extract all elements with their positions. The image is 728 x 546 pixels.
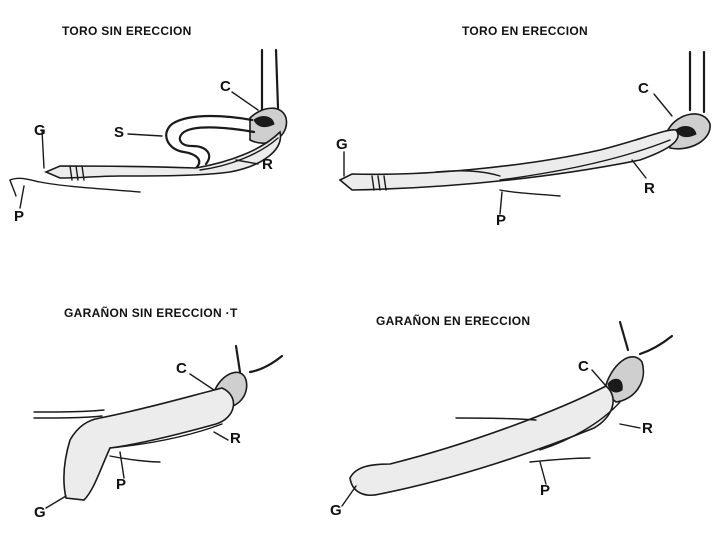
label-p: P xyxy=(540,482,551,499)
label-c: C xyxy=(578,358,589,375)
label-g: G xyxy=(330,502,342,519)
bull-flaccid-illustration xyxy=(9,48,288,197)
label-r: R xyxy=(262,156,273,173)
panel-title-stallion-erect: GARAÑON EN ERECCION xyxy=(376,314,531,328)
label-g: G xyxy=(34,122,46,139)
label-p: P xyxy=(14,208,25,225)
label-c: C xyxy=(220,78,231,95)
stallion-erect-illustration xyxy=(349,320,674,496)
label-p: P xyxy=(116,476,127,493)
label-r: R xyxy=(642,420,653,437)
panel-title-stallion-flaccid: GARAÑON SIN ERECCION ·T xyxy=(64,306,238,320)
label-g: G xyxy=(336,136,348,153)
label-s: S xyxy=(114,124,125,141)
bull-erect-illustration xyxy=(338,50,711,197)
label-r: R xyxy=(644,180,655,197)
panel-title-bull-flaccid: TORO SIN ERECCION xyxy=(62,24,192,38)
label-p: P xyxy=(496,212,507,229)
label-r: R xyxy=(230,430,241,447)
label-g: G xyxy=(34,504,46,521)
stallion-flaccid-illustration xyxy=(33,344,284,501)
panel-title-bull-erect: TORO EN ERECCION xyxy=(462,24,588,38)
label-c: C xyxy=(638,80,649,97)
label-c: C xyxy=(176,360,187,377)
